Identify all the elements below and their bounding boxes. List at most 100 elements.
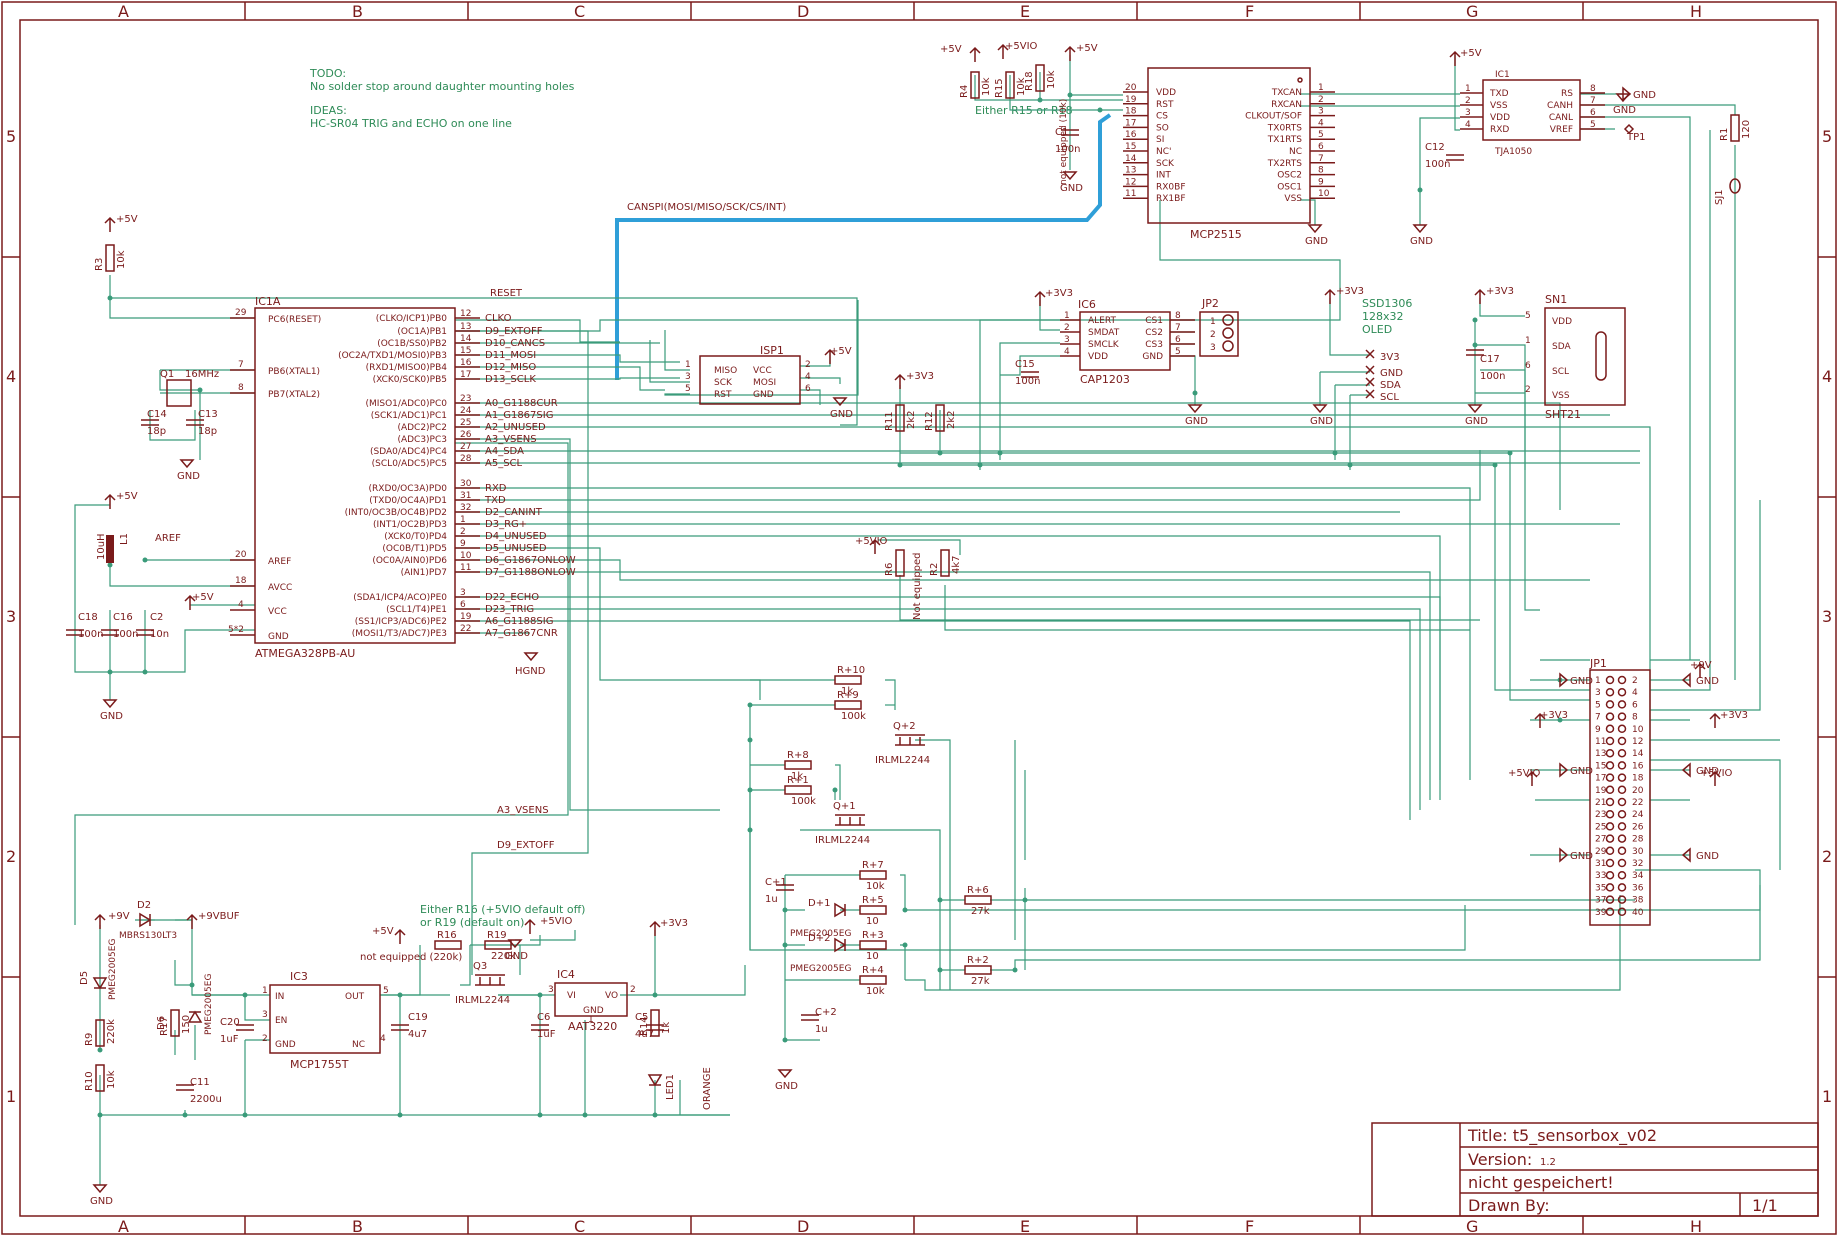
resistor-ref: R+2: [967, 955, 989, 966]
resistor: [834, 700, 862, 710]
frame-row-labels: 5 4 3 2 1 5 4 3 2 1: [6, 127, 1832, 1106]
jp1-pin-num: 18: [1632, 774, 1644, 784]
mcp1755-pin: NC: [352, 1040, 365, 1050]
jp1-pin-num: 14: [1632, 749, 1644, 759]
resistor: [784, 785, 812, 795]
resistor-value: 27k: [971, 906, 990, 917]
note-ideas-line: HC-SR04 TRIG and ECHO on one line: [310, 117, 512, 130]
power-arrow-icon: [94, 913, 106, 929]
mosfet: [835, 814, 865, 826]
capacitor-ref: C16: [113, 612, 133, 623]
mcu-pin-name: (XCK0/SCK0)PB5: [373, 375, 447, 385]
resistor: [859, 905, 887, 915]
resistor-ref: R2: [929, 563, 940, 576]
mcu-net-label: A7_G1867CNR: [485, 628, 558, 639]
mcu-part: ATMEGA328PB-AU: [255, 647, 355, 660]
power-label: +5V: [830, 346, 852, 357]
ground-label: GND: [1310, 416, 1333, 427]
mcu-pin-name: PB6(XTAL1): [268, 367, 320, 377]
capacitor-value: 100n: [1055, 144, 1080, 155]
resistor: [964, 895, 992, 905]
sht-pin-name: VDD: [1552, 317, 1572, 327]
resistor-ref: R3: [94, 258, 105, 271]
resistor-value: 10k: [866, 881, 885, 892]
resistor: [1730, 114, 1740, 142]
resistor-value: 1k: [791, 771, 803, 782]
hgnd-label: HGND: [515, 666, 546, 677]
mcu-pin-num: 13: [460, 322, 471, 332]
power-arrow-icon: [524, 918, 536, 934]
power-arrow-icon: [1034, 290, 1046, 306]
jp2-pin-num: 2: [1210, 330, 1216, 340]
mcu-pin-num: 2: [460, 527, 466, 537]
jp1-pad: [1617, 748, 1627, 758]
power-arrow-icon: [1534, 712, 1546, 728]
jp1-pins: 1357911131517192123252729313335373924681…: [1595, 675, 1644, 918]
ground-icon: [1559, 762, 1569, 778]
sj-ref: SJ1: [1714, 189, 1725, 205]
mcu-net-label: D2_CANINT: [485, 507, 543, 518]
jp1-pad: [1617, 858, 1627, 868]
oled-connector: SSD1306 128x32 OLED 3V3 GND SDA SCL: [1362, 297, 1412, 403]
mcu-net-label: A0_G1188CUR: [485, 398, 558, 409]
power-arrow-icon: [649, 920, 661, 936]
capacitor-ref: C6: [537, 1012, 550, 1023]
mosfet-part: IRLML2244: [815, 835, 870, 846]
mcu-pin-num: 1: [460, 515, 466, 525]
mcu-pin-num: 31: [460, 491, 471, 501]
jp1-pad: [1605, 834, 1615, 843]
sheet-number: 1/1: [1752, 1196, 1778, 1215]
jp1-pin-num: 32: [1632, 859, 1643, 869]
net-reset: RESET: [490, 288, 523, 299]
power-arrow-icon: [394, 928, 406, 944]
cap-pin-num: 6: [1175, 335, 1181, 345]
mcp2515-pin-name: OSC1: [1277, 182, 1302, 192]
cap-pin-name: CS1: [1145, 316, 1163, 326]
power-arrow-icon: [1526, 770, 1538, 786]
ground-label: GND: [1305, 236, 1328, 247]
capacitor-ref: C+2: [815, 1007, 837, 1018]
jp1-pin-num: 8: [1632, 713, 1638, 723]
jp1-pad: [1617, 773, 1627, 782]
tja-pin-num: 5: [1590, 120, 1596, 130]
mcp2515-pins: VDD20RST19CS18SO17SI16NC'15SCK14INT13RX0…: [1123, 83, 1335, 204]
ground-icon: [1681, 672, 1691, 688]
aat-num: 1: [588, 1015, 594, 1025]
mcu-pin-num: 22: [460, 624, 471, 634]
power-label: +3V3: [1720, 710, 1748, 721]
power-label: +5V: [116, 491, 138, 502]
mcp2515-pin-num: 12: [1125, 177, 1136, 187]
crystal-value: 16MHz: [185, 369, 219, 380]
mcp1755-num: 4: [380, 1034, 386, 1044]
solder-jumper: [1729, 178, 1741, 194]
note-todo-head: TODO:: [309, 67, 346, 80]
resistor: [935, 404, 945, 432]
ground-label: GND: [1696, 851, 1719, 862]
mcu-pin-name: (AIN1)PD7: [401, 568, 447, 578]
mcp2515-pin-name: OSC2: [1277, 171, 1302, 181]
jp1-pin-num: 20: [1632, 786, 1644, 796]
mcu-pin-name: (OC0B/T1)PD5: [382, 544, 447, 554]
jp1-pin-num: 5: [1595, 700, 1601, 710]
mcp2515-chip: MCP2515 VDD20RST19CS18SO17SI16NC'15SCK14…: [1123, 67, 1335, 241]
cap-pin-num: 2: [1064, 323, 1070, 333]
ground-icon: [1312, 404, 1328, 414]
power-label: +5V: [940, 44, 962, 55]
resistor-ref: R11: [884, 411, 895, 431]
capacitor-ref: C1: [1055, 127, 1068, 138]
jp1-pin-num: 40: [1632, 908, 1644, 918]
mcu-pin-num: 24: [460, 406, 472, 416]
sht21-sensor: SN1 SHT21 VDD SDA SCL VSS 5 1 6 2: [1525, 293, 1626, 421]
isp-pin-name: RST: [714, 390, 732, 400]
row-label: 5: [6, 127, 16, 146]
resistor: [859, 870, 887, 880]
mcu-net-label: A3_VSENS: [485, 434, 537, 445]
tja-pin-name: RXD: [1490, 125, 1509, 135]
ground-icon: [1681, 762, 1691, 778]
resistor-value: 4k7: [951, 555, 962, 574]
inductor: [106, 535, 114, 563]
mcp1755-pin: GND: [275, 1040, 296, 1050]
ground-label: GND: [1410, 236, 1433, 247]
aat-num: 2: [630, 985, 636, 995]
